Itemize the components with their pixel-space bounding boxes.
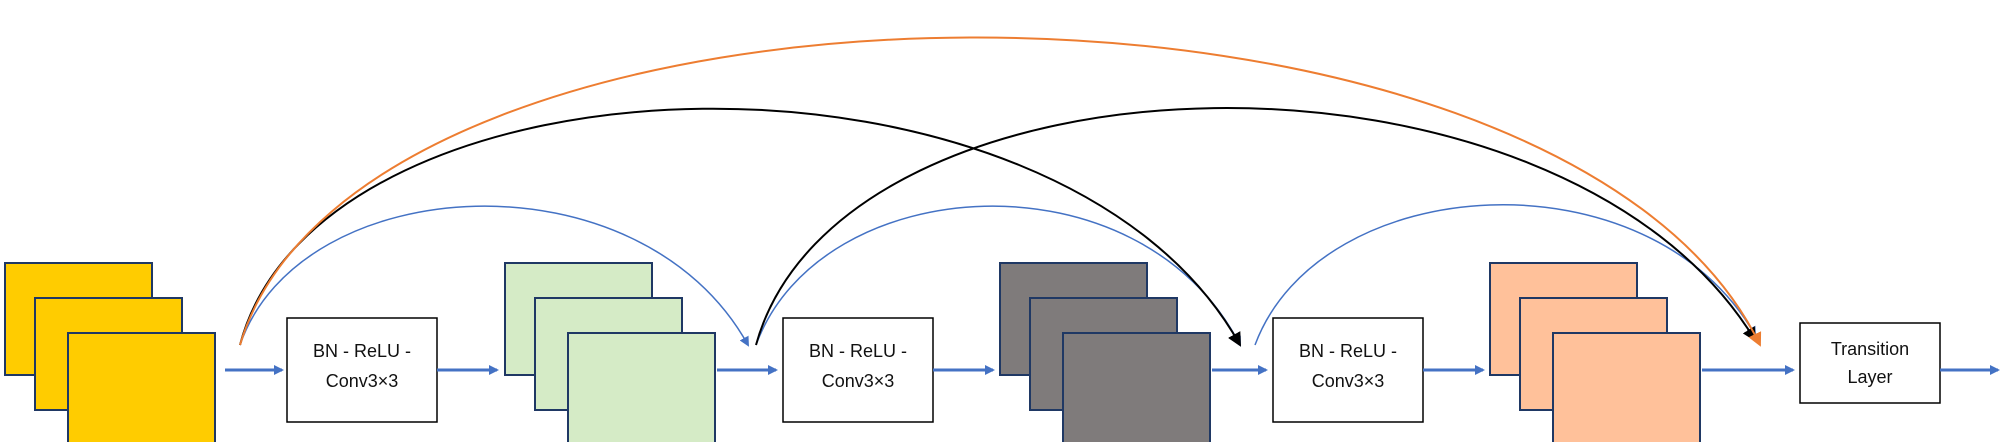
transition-label-line2: Layer xyxy=(1847,367,1892,387)
block-3-label-line2: Conv3×3 xyxy=(1312,371,1385,391)
skip-arc-orange xyxy=(239,36,1762,347)
skip-arc-black-2 xyxy=(755,107,1757,346)
skip-arc-black-1 xyxy=(239,107,1241,347)
feature-map-stack-3 xyxy=(1489,262,1701,442)
block-2-label-line2: Conv3×3 xyxy=(822,371,895,391)
skip-connections xyxy=(239,36,1762,347)
feature-map-stack-input xyxy=(4,262,216,442)
bn-relu-conv-block-2: BN - ReLU - Conv3×3 xyxy=(782,317,934,423)
skip-arc-blue-2 xyxy=(755,205,1241,347)
transition-label-line1: Transition xyxy=(1831,339,1909,359)
transition-layer-block: Transition Layer xyxy=(1799,322,1941,404)
block-1-label-line1: BN - ReLU - xyxy=(313,341,411,361)
feature-map-stack-2 xyxy=(999,262,1211,442)
bn-relu-conv-block-3: BN - ReLU - Conv3×3 xyxy=(1272,317,1424,423)
skip-arc-blue-1 xyxy=(239,205,749,347)
block-1-label-line2: Conv3×3 xyxy=(326,371,399,391)
feature-map-stack-1 xyxy=(504,262,716,442)
bn-relu-conv-block-1: BN - ReLU - Conv3×3 xyxy=(286,317,438,423)
block-3-label-line1: BN - ReLU - xyxy=(1299,341,1397,361)
block-2-label-line1: BN - ReLU - xyxy=(809,341,907,361)
